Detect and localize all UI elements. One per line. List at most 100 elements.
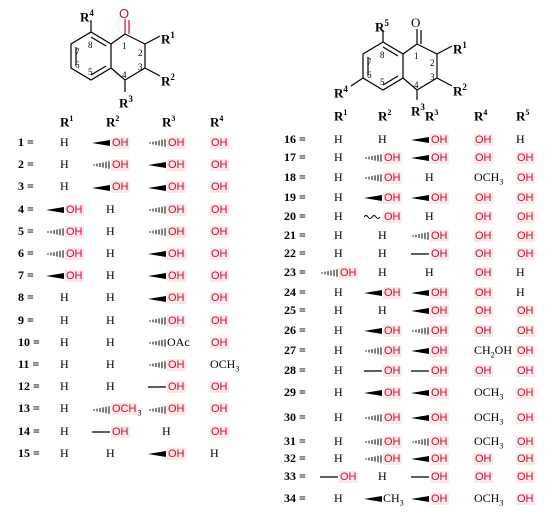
substituent-text: H (378, 303, 387, 317)
table-cell: OH (210, 401, 229, 416)
oh-group: OH (111, 137, 130, 149)
table-cell: OH (148, 379, 186, 394)
table-cell: H (378, 469, 387, 483)
wavy-bond-icon (364, 215, 381, 220)
column-header: R4 (474, 108, 488, 124)
table-cell: H (378, 132, 387, 146)
oh-group: OH (383, 152, 402, 164)
table-cell: OH (210, 246, 229, 261)
oh-group: OH (516, 387, 535, 399)
table-cell: OCH3 (474, 491, 503, 510)
table-cell: OH (516, 150, 535, 165)
oh-group: OH (430, 305, 449, 317)
oh-group: OH (430, 387, 449, 399)
substituent-text: H (425, 170, 434, 184)
compound-number: 19 = (284, 190, 306, 204)
oh-group: OH (430, 493, 449, 505)
compound-number: 12 = (18, 379, 40, 394)
substituent-text: H (334, 491, 343, 505)
oh-group: OH (516, 152, 535, 164)
table-cell: H (334, 228, 343, 242)
oh-group: OH (65, 248, 84, 260)
table-cell: H (334, 209, 343, 223)
oh-group: OH (516, 365, 535, 377)
oh-group: OH (167, 181, 186, 194)
compound-number: 20 = (284, 209, 306, 223)
oh-group: OH (210, 248, 229, 260)
hash-bond-icon (365, 154, 382, 163)
wedge-bond-icon (148, 273, 166, 280)
plain-bond-icon (411, 370, 429, 372)
table-cell: OH (516, 451, 535, 466)
table-cell: OH (46, 202, 84, 217)
substituent-text: H (60, 179, 69, 194)
left-atom-4: 4 (122, 70, 127, 80)
table-cell: OCH3 (210, 357, 239, 376)
oh-group: OH (474, 365, 493, 377)
compound-number: 32 = (284, 451, 306, 465)
oh-group: OH (430, 134, 449, 146)
table-cell: OH (474, 451, 493, 466)
hash-bond-icon (365, 347, 382, 356)
table-cell: H (106, 335, 115, 349)
oh-group: OH (210, 159, 229, 172)
oh-group: OH (430, 471, 449, 483)
oh-group: OH (474, 267, 493, 279)
substituent-text: H (106, 223, 115, 238)
substituent-text: H (162, 423, 171, 438)
oh-group: OH (167, 314, 186, 327)
substituent-text: H (60, 290, 69, 305)
table-cell: H (516, 265, 525, 279)
wedge-bond-icon (411, 290, 429, 297)
column-header: R1 (60, 114, 74, 130)
table-cell: OH (210, 224, 229, 239)
table-cell: H (60, 157, 69, 171)
table-cell: CH2OH (474, 343, 512, 362)
table-cell: OCH3 (474, 170, 503, 189)
compound-number: 3 = (18, 179, 34, 194)
substituent-text: H (334, 190, 343, 204)
wedge-bond-icon (148, 184, 166, 191)
substituent-text: OCH (474, 410, 500, 424)
oh-group: OH (430, 365, 449, 377)
substituent-text: OCH (474, 491, 500, 505)
table-cell: OH (148, 179, 186, 194)
oh-group: OH (167, 292, 186, 305)
hash-bond-icon (149, 139, 166, 148)
hash-bond-icon (149, 206, 166, 214)
plain-bond-icon (364, 370, 382, 372)
table-cell: OH (411, 385, 449, 400)
table-cell: H (334, 434, 343, 448)
table-cell: H (106, 446, 115, 460)
oh-group: OH (474, 230, 493, 242)
oh-group: OH (167, 137, 186, 149)
oh-group: OH (516, 248, 535, 260)
compound-number: 7 = (18, 268, 34, 283)
wedge-bond-icon (364, 390, 382, 397)
table-cell: OH (364, 434, 402, 449)
oh-group: OH (167, 248, 186, 260)
hash-bond-icon (365, 414, 382, 423)
table-cell: OH (92, 135, 130, 150)
substituent-text: OAc (167, 334, 190, 349)
substituent-text: H (106, 268, 115, 283)
subscript: 3 (499, 417, 504, 427)
table-cell: OH (516, 385, 535, 400)
oh-group: OH (167, 203, 186, 216)
substituent-text: H (60, 334, 69, 349)
table-cell: H (106, 246, 115, 260)
compound-number: 25 = (284, 303, 306, 317)
wedge-bond-icon (411, 155, 429, 162)
table-cell: OH (46, 268, 84, 283)
oh-group: OH (167, 225, 186, 238)
substituent-text: H (334, 285, 343, 299)
table-cell: OCH3 (474, 434, 503, 453)
table-cell: OH (516, 469, 535, 484)
wedge-bond-icon (46, 206, 64, 213)
oh-group: OH (474, 325, 493, 337)
table-cell: OH (210, 313, 229, 328)
right-atom-4: 4 (414, 80, 419, 90)
compound-number: 15 = (18, 445, 40, 460)
subscript: 3 (499, 441, 504, 451)
